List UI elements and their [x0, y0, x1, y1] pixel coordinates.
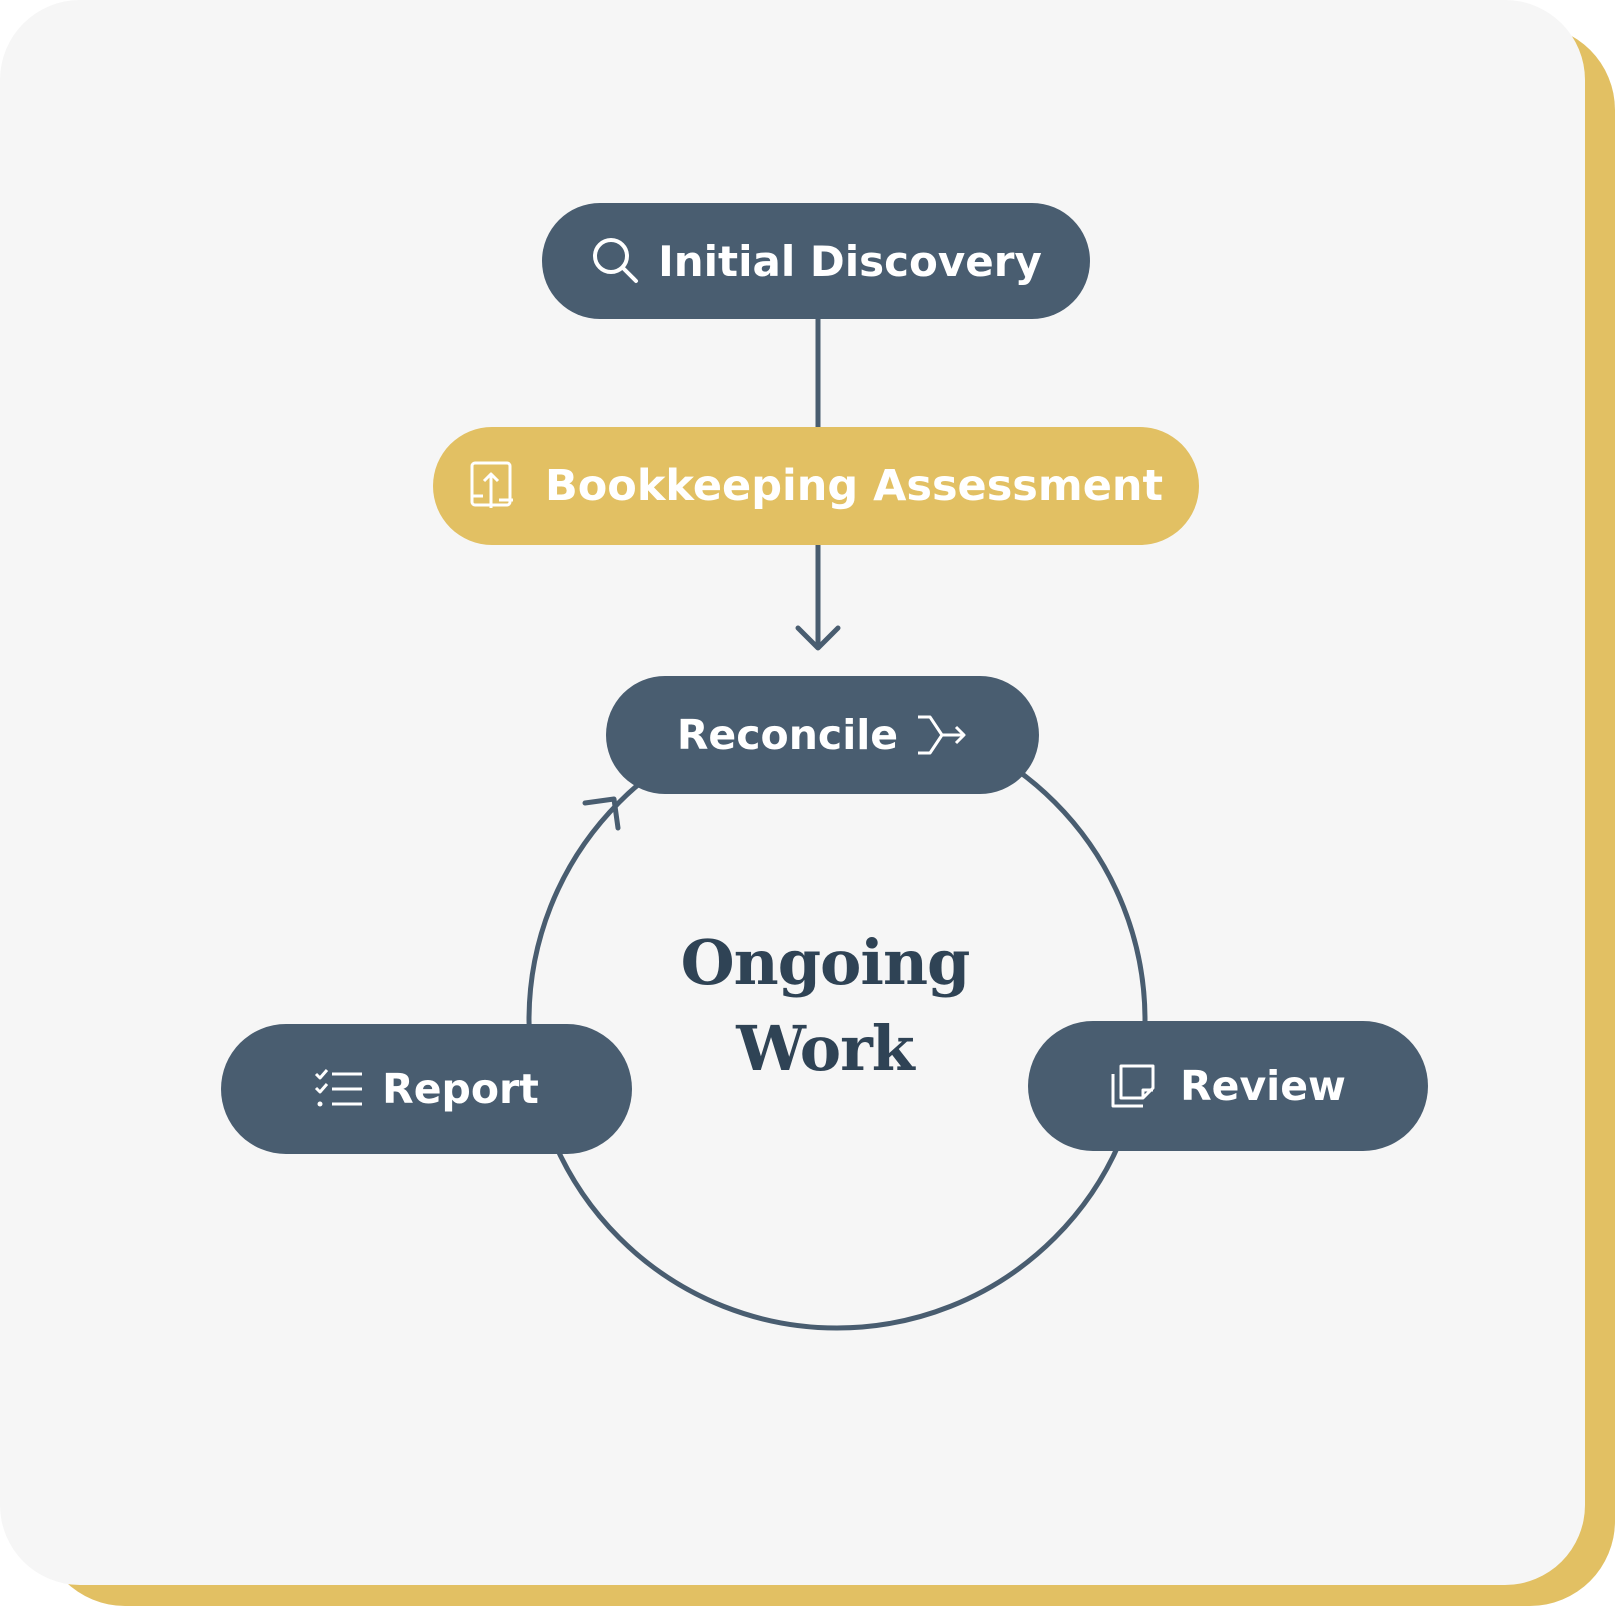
step-review: Review: [1028, 1021, 1428, 1151]
search-icon: [590, 235, 642, 287]
step-bookkeeping-assessment: Bookkeeping Assessment: [433, 427, 1199, 545]
step-label: Report: [382, 1065, 539, 1113]
cycle-title: Ongoing Work: [650, 920, 1000, 1092]
document-upload-icon: [469, 460, 515, 512]
step-reconcile: Reconcile: [606, 676, 1039, 794]
step-report: Report: [221, 1024, 632, 1154]
arrowhead-cycle: [582, 796, 621, 831]
checklist-icon: [314, 1069, 364, 1109]
cycle-title-line-2: Work: [736, 1012, 915, 1085]
step-label: Initial Discovery: [658, 236, 1042, 286]
arrowhead-down: [795, 625, 841, 651]
step-label: Reconcile: [676, 711, 899, 759]
cycle-title-line-1: Ongoing: [680, 926, 971, 999]
step-label: Bookkeeping Assessment: [544, 461, 1164, 511]
merge-arrow-icon: [916, 713, 968, 757]
step-label: Review: [1180, 1062, 1346, 1110]
step-initial-discovery: Initial Discovery: [542, 203, 1090, 319]
copy-pages-icon: [1110, 1062, 1158, 1110]
